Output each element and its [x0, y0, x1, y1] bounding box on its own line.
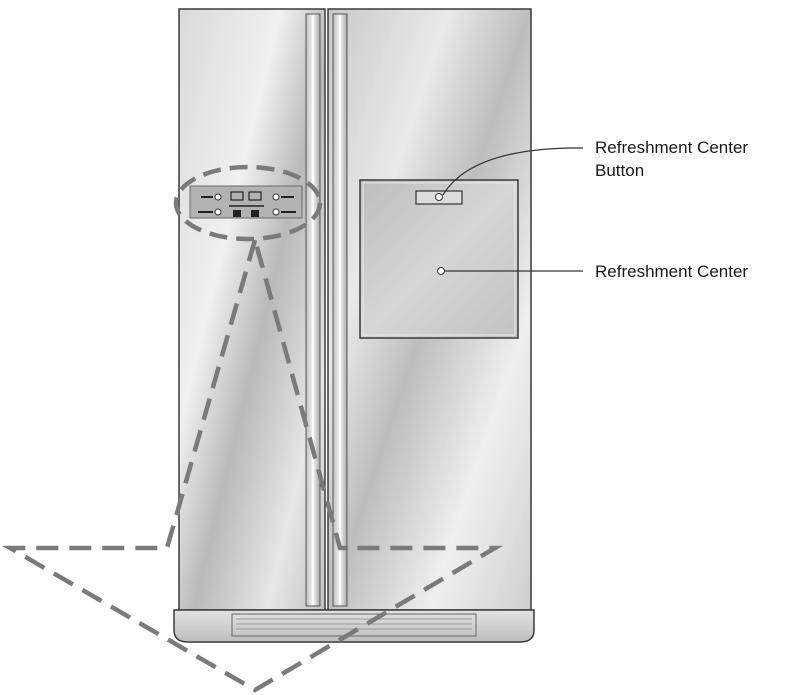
base-grille [173, 609, 535, 643]
refreshment-center-button [415, 190, 463, 205]
control-panel-highlight [173, 164, 323, 242]
left-door [178, 8, 326, 611]
zoom-indicator-arrow [1, 231, 504, 693]
refreshment-center-label: Refreshment Center [595, 262, 748, 281]
control-panel [189, 185, 303, 219]
refreshment-center-button-label-line1: Refreshment Center [595, 138, 748, 157]
left-door-handle [305, 13, 321, 607]
refreshment-center-panel [359, 179, 519, 339]
button-callout-line [442, 147, 583, 196]
refreshment-center-button-label-line2: Button [595, 161, 644, 180]
right-door-handle [332, 13, 348, 607]
refreshment-center-marker [437, 267, 445, 275]
